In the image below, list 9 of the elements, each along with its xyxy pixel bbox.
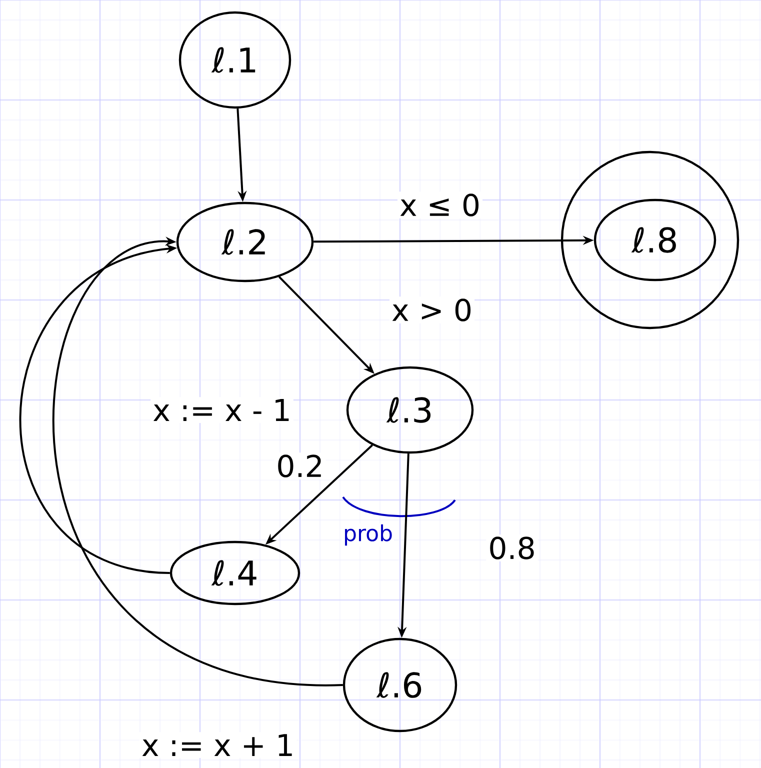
edge-label: x := x - 1: [150, 397, 294, 423]
annotation-label: prob: [342, 523, 394, 547]
edge-label: x > 0: [389, 296, 475, 324]
edge-label: x := x + 1: [139, 732, 297, 758]
edge-label: 0.2: [274, 452, 326, 480]
edge-label: x ≤ 0: [397, 192, 483, 218]
arrow: [52, 236, 343, 686]
edge-label: 0.8: [486, 534, 538, 562]
accepting-state: ℓ.8: [560, 150, 740, 330]
